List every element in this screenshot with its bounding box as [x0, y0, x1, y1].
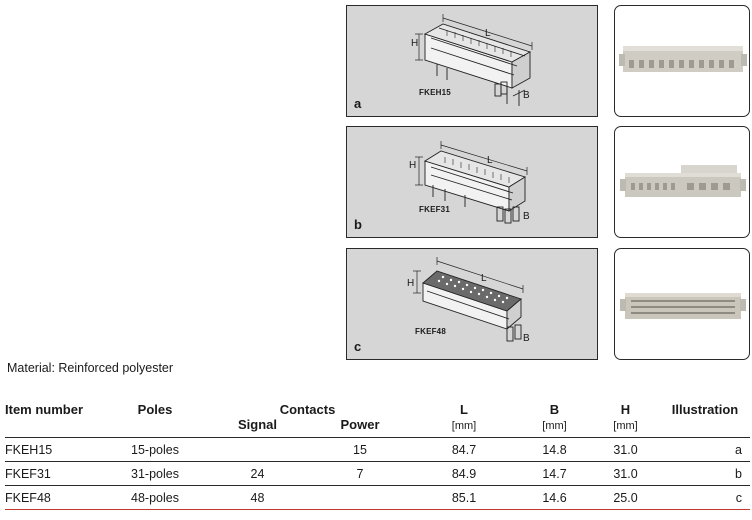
connector-photo-a: [619, 46, 747, 72]
cell-illustration: b: [660, 461, 750, 486]
technical-drawing-c: H L B FKEF48 c: [346, 248, 598, 360]
cell-illustration: a: [660, 437, 750, 462]
product-photo-c: [614, 248, 750, 360]
dim-label-b: B: [523, 333, 530, 344]
drawing-letter: b: [354, 217, 362, 232]
unit-label-b: [mm]: [542, 420, 567, 432]
cell-b: 14.8: [518, 437, 591, 462]
dim-label-h: H: [407, 278, 415, 289]
col-header-b: B: [549, 402, 560, 417]
technical-drawing-b: H L B FKEF31 b: [346, 126, 598, 238]
table-subheader-row: Signal Power [mm] [mm] [mm]: [5, 417, 750, 438]
cell-item-number: FKEF48: [5, 485, 105, 510]
cell-b: 14.6: [518, 485, 591, 510]
connector-photo-b: [620, 165, 746, 197]
cell-power: 7: [310, 461, 410, 486]
col-header-illustration: Illustration: [671, 402, 739, 417]
cell-power: 15: [310, 437, 410, 462]
cell-item-number: FKEF31: [5, 461, 105, 486]
table-row: FKEH15 15-poles 15 84.7 14.8 31.0 a: [5, 437, 750, 462]
cell-l: 85.1: [410, 485, 518, 510]
cell-signal: 48: [205, 485, 310, 510]
drawing-model-label: FKEH15: [419, 88, 451, 97]
col-header-contacts: Contacts: [279, 402, 336, 417]
connector-photo-c: [620, 293, 746, 319]
drawing-model-label: FKEF31: [419, 205, 450, 214]
cell-poles: 48-poles: [105, 485, 205, 510]
cell-signal: [205, 437, 310, 462]
cell-power: [310, 485, 410, 510]
col-header-signal: Signal: [205, 417, 310, 438]
technical-drawing-a: H L B FKEH15 a: [346, 5, 598, 117]
dim-label-l: L: [487, 155, 493, 166]
product-photo-a: [614, 5, 750, 117]
table-row: FKEF31 31-poles 24 7 84.9 14.7 31.0 b: [5, 461, 750, 486]
dim-label-l: L: [485, 28, 491, 39]
unit-label-l: [mm]: [451, 420, 477, 432]
table-row: FKEF48 48-poles 48 85.1 14.6 25.0 c: [5, 485, 750, 510]
col-header-power: Power: [310, 417, 410, 438]
col-header-h: H: [620, 402, 631, 417]
dim-label-b: B: [523, 211, 530, 222]
cell-b: 14.7: [518, 461, 591, 486]
drawing-letter: c: [354, 339, 362, 354]
table-header-row: Item number Poles Contacts L B H Illustr…: [5, 399, 750, 417]
unit-label-h: [mm]: [613, 420, 638, 432]
col-header-item-number: Item number: [5, 402, 84, 417]
connector-drawing-c: [413, 257, 524, 342]
cell-signal: 24: [205, 461, 310, 486]
product-photo-b: [614, 126, 750, 238]
col-header-l: L: [460, 402, 468, 417]
dim-label-h: H: [411, 38, 419, 49]
drawing-letter: a: [354, 96, 362, 111]
cell-poles: 15-poles: [105, 437, 205, 462]
connector-drawing-b: [415, 141, 528, 224]
cell-l: 84.9: [410, 461, 518, 486]
dim-label-h: H: [409, 160, 417, 171]
cell-h: 25.0: [591, 485, 660, 510]
cell-h: 31.0: [591, 437, 660, 462]
cell-h: 31.0: [591, 461, 660, 486]
dim-label-l: L: [481, 273, 487, 284]
cropped-heading-fragment: ···: [8, 0, 19, 3]
spec-table: Item number Poles Contacts L B H Illustr…: [5, 399, 750, 510]
col-header-poles: Poles: [137, 402, 173, 417]
cell-l: 84.7: [410, 437, 518, 462]
cell-illustration: c: [660, 485, 750, 510]
drawing-model-label: FKEF48: [415, 327, 446, 336]
cell-poles: 31-poles: [105, 461, 205, 486]
cell-item-number: FKEH15: [5, 437, 105, 462]
connector-drawing-a: [415, 14, 533, 106]
material-note: Material: Reinforced polyester: [7, 361, 174, 375]
dim-label-b: B: [523, 90, 530, 101]
